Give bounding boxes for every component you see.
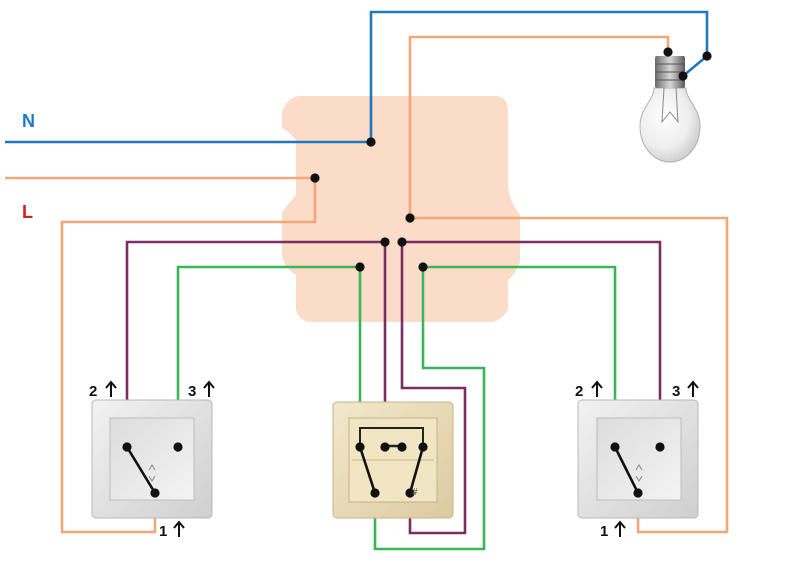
live-wire-to-left-switch (60, 176, 317, 534)
cross-switch-terminal-b (380, 442, 390, 452)
right-switch-lever (613, 446, 640, 494)
junction-dot-neutral (366, 137, 376, 147)
junction-dot-green-right (418, 262, 428, 272)
cross-switch (332, 401, 454, 519)
junction-box (282, 96, 520, 322)
cross-switch-terminal-c (397, 442, 407, 452)
cross-purple-b (400, 242, 467, 535)
right-switch-label-1: 1 (600, 523, 608, 540)
left-switch-arrow-icon (148, 464, 156, 482)
left-switch-lever (125, 446, 157, 494)
cross-green-b (373, 267, 486, 551)
junction-box-shape (282, 96, 520, 322)
right-traveler-green (423, 265, 617, 446)
junction-dot-purple-left (380, 237, 390, 247)
junction-dot-purple-right (397, 237, 407, 247)
right-switch-label-3: 3 (672, 383, 680, 400)
levers (125, 446, 640, 494)
junction-dot-green-left (355, 262, 365, 272)
arrow-up-icon (203, 380, 215, 397)
arrow-up-icon (173, 520, 185, 537)
wires (5, 10, 729, 551)
cross-switch-terminal-f (405, 488, 415, 498)
bulb-filament (661, 87, 679, 124)
junction-dot-return (405, 213, 415, 223)
lamp-return-wire (408, 35, 670, 220)
left-switch-terminal-2 (122, 442, 132, 452)
right-switch-label-2: 2 (575, 383, 583, 400)
right-switch-terminal-1 (633, 488, 643, 498)
right-switch-inner (596, 417, 682, 501)
terminal-arrows (105, 380, 699, 537)
cross-switch-terminal-e (370, 488, 380, 498)
left-switch-terminal-1 (150, 488, 160, 498)
right-switch (577, 399, 699, 519)
live-label: L (22, 202, 33, 222)
text-labels: N L 2 3 1 2 3 1 # (22, 111, 680, 540)
lamp-terminal-neutral-a (702, 51, 712, 61)
neutral-label: N (22, 111, 35, 131)
right-switch-terminal-3 (655, 442, 665, 452)
left-switch (91, 399, 213, 519)
cross-switch-terminal-d (418, 442, 428, 452)
bulb-glass (639, 87, 701, 163)
cross-switch-lever-b (408, 446, 425, 494)
left-traveler-purple (125, 240, 385, 446)
arrow-up-icon (591, 380, 603, 397)
junction-dot-live (310, 173, 320, 183)
left-switch-label-1: 1 (159, 523, 167, 540)
cross-switch-mark: # (412, 487, 418, 498)
right-switch-return-wire (410, 216, 729, 534)
arrow-up-icon (614, 520, 626, 537)
cross-switch-bridge (359, 427, 424, 446)
left-switch-label-3: 3 (188, 383, 196, 400)
lamp-terminal-live (663, 47, 673, 57)
light-bulb (639, 56, 701, 163)
neutral-wire-to-lamp (369, 10, 709, 142)
left-switch-terminal-3 (173, 442, 183, 452)
arrow-up-icon (687, 380, 699, 397)
cross-switch-lever-a (358, 446, 377, 494)
connection-dots (122, 47, 712, 498)
lamp-terminal-neutral-b (678, 71, 688, 81)
cross-switch-terminal-a (355, 442, 365, 452)
right-switch-arrow-icon (635, 464, 643, 482)
arrow-up-icon (105, 380, 117, 397)
right-switch-terminal-2 (610, 442, 620, 452)
left-traveler-green (176, 265, 360, 446)
left-switch-label-2: 2 (89, 383, 97, 400)
right-traveler-purple (402, 240, 662, 446)
